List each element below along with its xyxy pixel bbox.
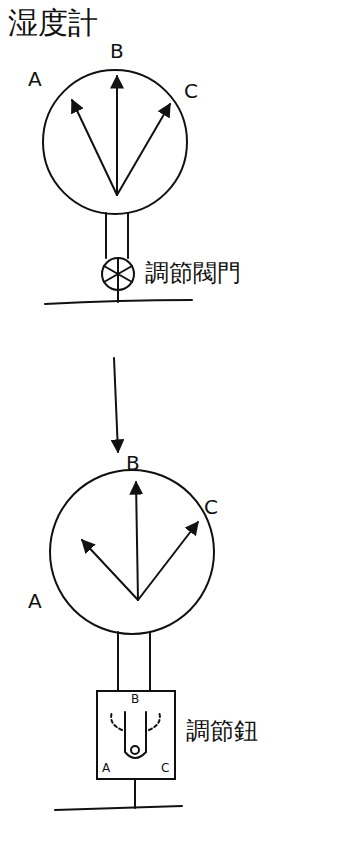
needle xyxy=(117,104,170,195)
base-line xyxy=(45,300,192,304)
scale-letter: C xyxy=(204,496,218,518)
valve-symbol xyxy=(102,258,134,290)
knob-pivot xyxy=(131,746,139,754)
position-letter: C xyxy=(161,762,169,775)
scale-letter: A xyxy=(28,590,42,612)
needle xyxy=(116,76,118,195)
part-name: 調節鈕 xyxy=(186,718,258,744)
scale-letter: B xyxy=(126,452,140,474)
knob-housing: B A C xyxy=(96,690,176,780)
scale-letter: C xyxy=(184,80,198,102)
scale-letter: A xyxy=(28,68,42,90)
part-name: 調節閥門 xyxy=(145,260,241,286)
knob-symbol xyxy=(125,712,146,758)
position-letter: B xyxy=(131,693,139,706)
position-letter: A xyxy=(102,762,110,775)
stem xyxy=(149,632,151,690)
stem xyxy=(134,780,136,808)
rotation-mark xyxy=(149,712,160,730)
needle xyxy=(138,522,198,600)
needle xyxy=(82,540,138,600)
needle xyxy=(72,100,117,195)
stem xyxy=(105,213,107,258)
rotation-mark xyxy=(111,712,122,730)
valve-cross xyxy=(104,258,132,290)
stem xyxy=(127,213,129,258)
title: 湿度計 xyxy=(8,6,98,39)
scale-letter: B xyxy=(110,40,124,62)
transition-arrow xyxy=(114,358,118,452)
stem xyxy=(117,632,119,690)
base-line xyxy=(55,806,182,810)
gauge-dial xyxy=(43,70,187,214)
gauge-dial xyxy=(50,470,214,634)
needle xyxy=(136,482,138,600)
